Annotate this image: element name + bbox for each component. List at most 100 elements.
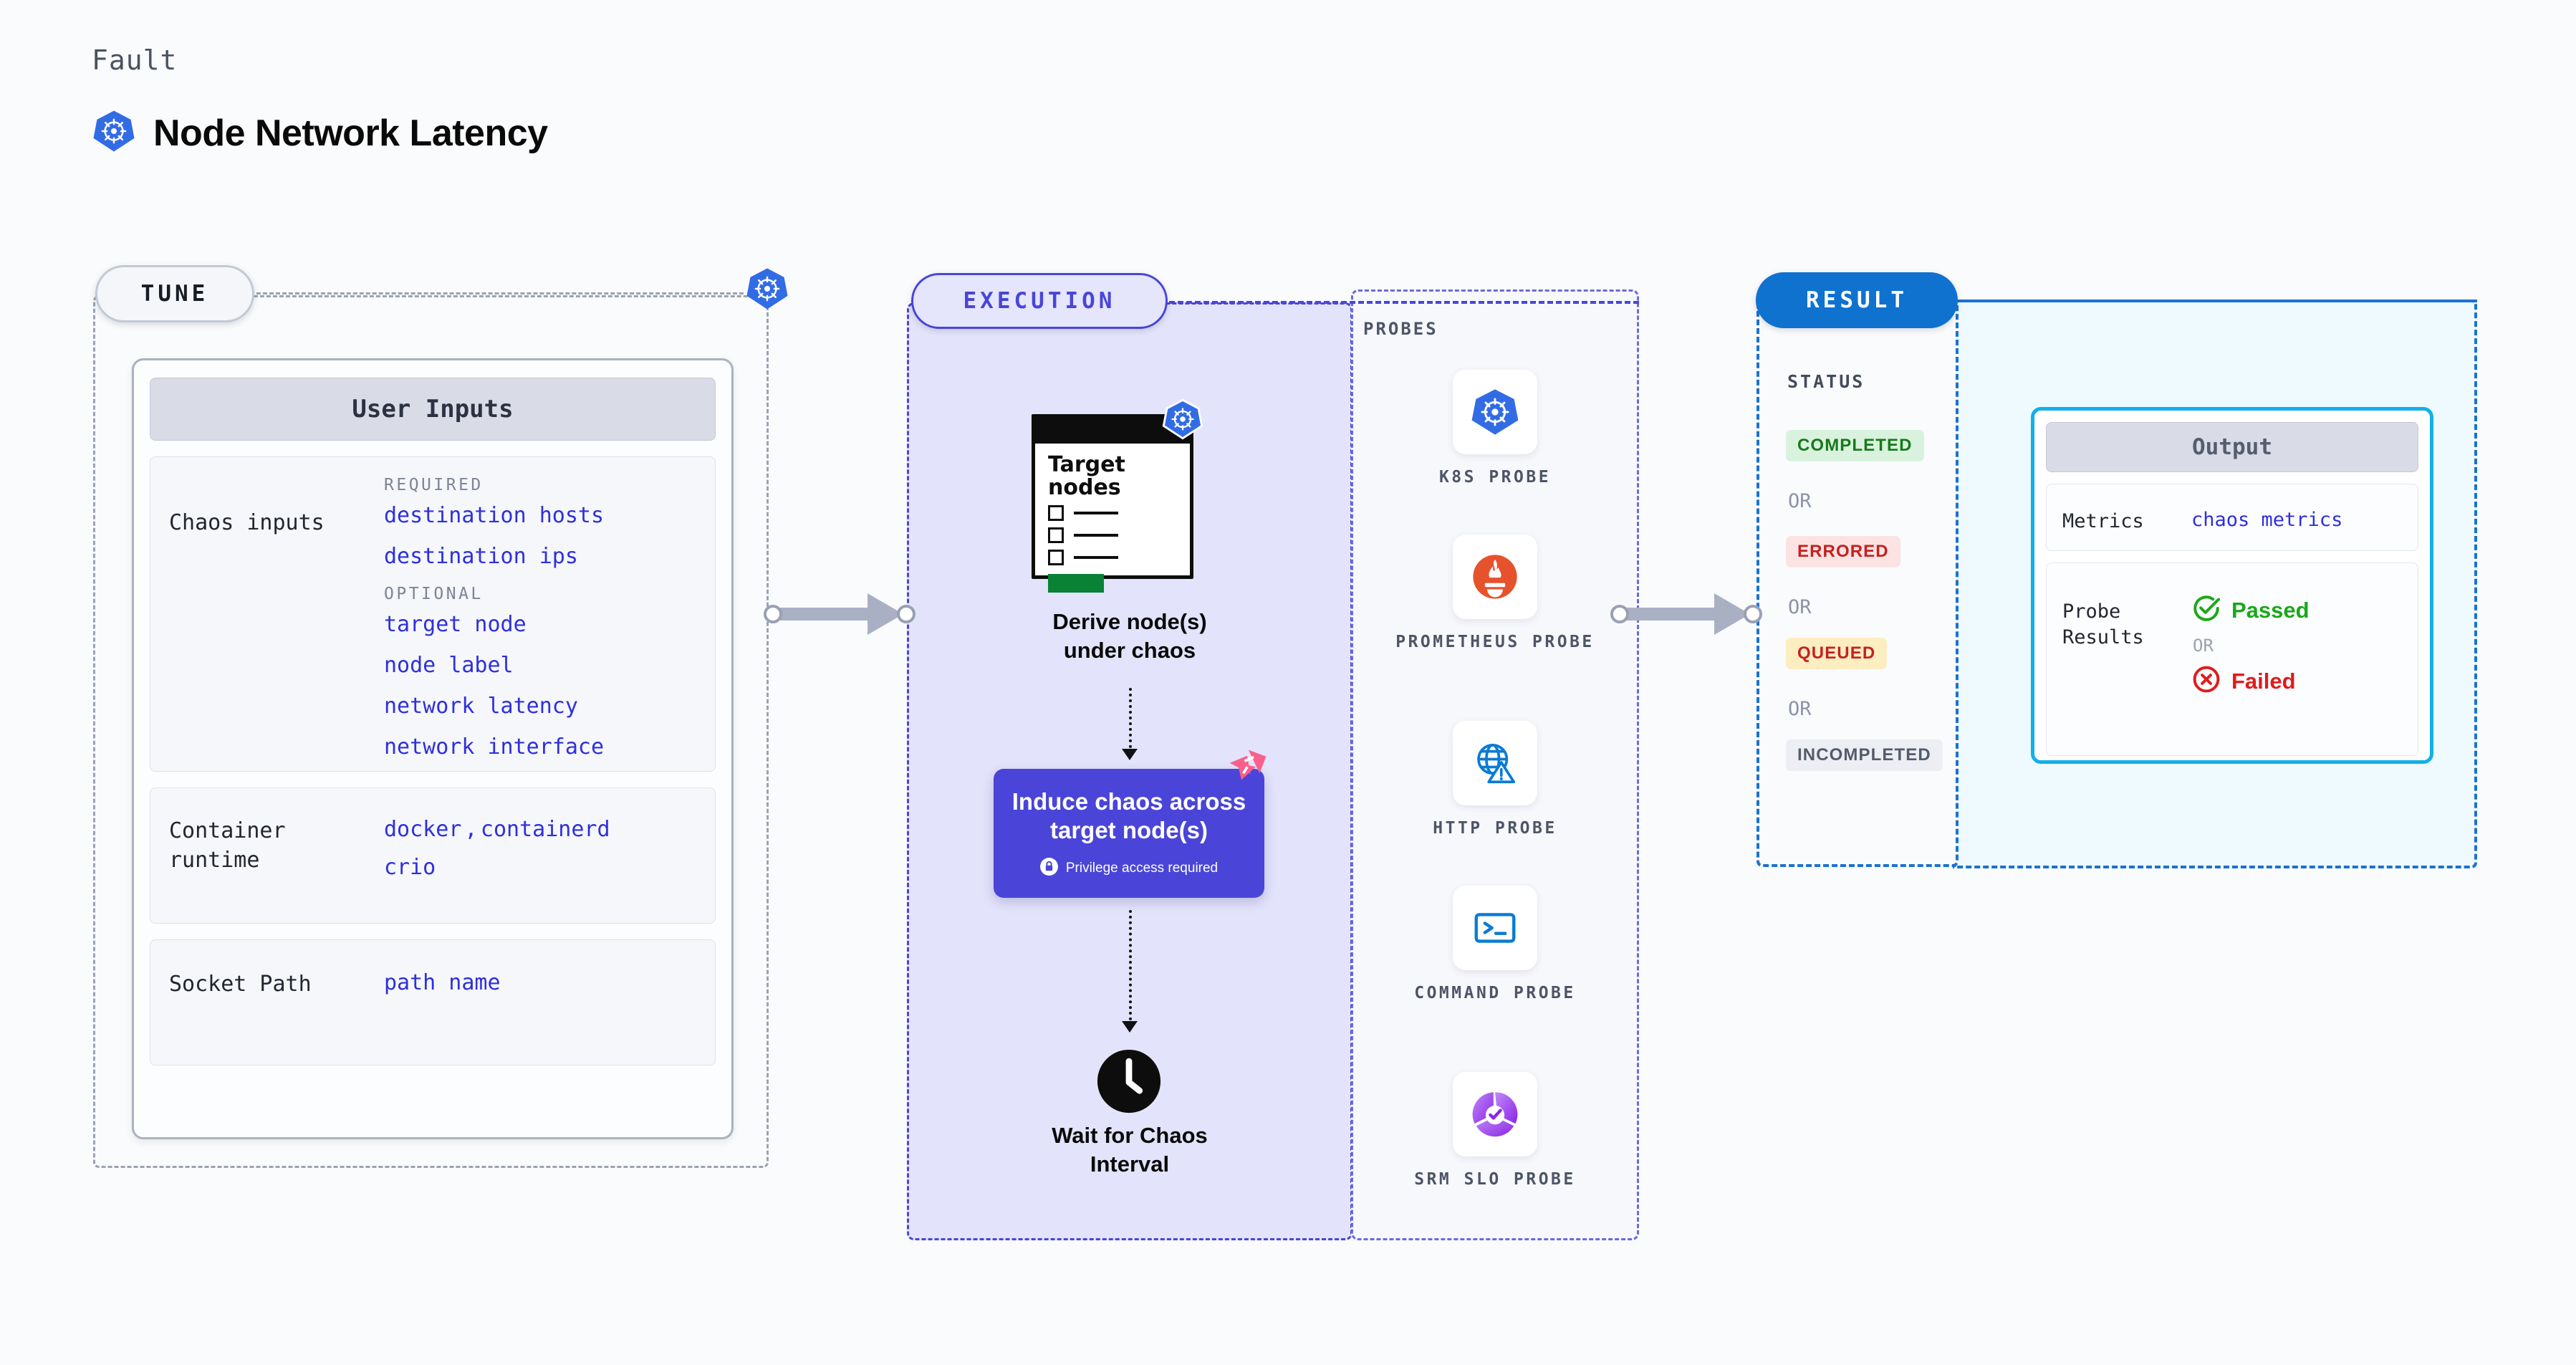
probe-result-failed: Failed (2191, 664, 2310, 698)
container-runtime-row: Container runtime docker, containerd cri… (150, 787, 716, 924)
connector-start-dot (764, 605, 782, 623)
socket-path-label: Socket Path (169, 972, 312, 997)
runtime-containerd[interactable]: containerd (480, 817, 610, 842)
x-circle-icon (2191, 664, 2221, 698)
execution-connector-line (1169, 301, 1639, 304)
status-section-label: STATUS (1787, 371, 1865, 392)
metrics-value[interactable]: chaos metrics (2191, 509, 2343, 531)
execution-pill[interactable]: EXECUTION (911, 273, 1168, 329)
status-badge-queued: QUEUED (1786, 638, 1888, 669)
status-badge-completed: COMPLETED (1786, 430, 1924, 461)
flow-arrowhead (1122, 1021, 1138, 1033)
output-card: Output Metrics chaos metrics Probe Resul… (2031, 407, 2433, 764)
checkbox-icon (1048, 505, 1064, 521)
tune-pill[interactable]: TUNE (95, 265, 254, 322)
required-tag: REQUIRED (384, 476, 484, 494)
connector-end-dot (1744, 605, 1762, 623)
flow-arrowhead (1122, 749, 1138, 760)
probe-item-http[interactable]: HTTP PROBE (1351, 721, 1639, 839)
eyebrow-label: Fault (92, 44, 178, 76)
probe-item-k8s[interactable]: K8S PROBE (1351, 370, 1639, 488)
flow-line (1129, 688, 1132, 754)
derive-nodes-caption: Derive node(s) under chaos (1052, 609, 1207, 664)
target-nodes-card: Target nodes (1032, 414, 1193, 593)
result-panel (1756, 300, 1959, 867)
probe-result-passed: Passed (2191, 593, 2310, 627)
or-label: OR (2193, 636, 2214, 656)
flow-line (1129, 910, 1132, 1026)
page-title-row: Node Network Latency (92, 109, 548, 157)
runtime-docker[interactable]: docker (384, 817, 462, 842)
connector-shaft (780, 608, 872, 621)
failed-text: Failed (2231, 668, 2296, 694)
result-pill[interactable]: RESULT (1756, 272, 1958, 328)
status-badge-errored: ERRORED (1786, 536, 1900, 567)
kubernetes-icon (92, 109, 136, 157)
optional-tag: OPTIONAL (384, 585, 484, 603)
check-circle-icon (2191, 593, 2221, 627)
list-line (1074, 534, 1118, 537)
runtime-crio[interactable]: crio (384, 855, 436, 880)
input-destination-ips[interactable]: destination ips (384, 544, 578, 569)
checklist-item (1048, 527, 1190, 543)
probe-label: HTTP PROBE (1433, 819, 1557, 838)
input-network-latency[interactable]: network latency (384, 694, 578, 719)
connector-start-dot (1610, 605, 1629, 623)
checklist-item (1048, 505, 1190, 521)
wait-interval-caption: Wait for Chaos Interval (1052, 1123, 1208, 1177)
probe-label: PROMETHEUS PROBE (1395, 633, 1595, 651)
metrics-label: Metrics (2062, 510, 2144, 532)
input-network-interface[interactable]: network interface (384, 734, 605, 760)
terminal-icon (1453, 886, 1537, 970)
litmus-logo (1227, 747, 1269, 792)
chaos-inputs-label: Chaos inputs (169, 510, 325, 535)
output-row-probe-results: Probe Results Passed OR (2046, 562, 2418, 756)
green-bar (1048, 574, 1104, 593)
induce-chaos-text: Induce chaos across target node(s) (1011, 787, 1246, 843)
tune-panel (93, 295, 769, 1168)
privilege-badge: Privilege access required (1039, 858, 1218, 879)
connector-tune-to-execution (764, 593, 915, 635)
probe-label: COMMAND PROBE (1414, 984, 1576, 1002)
user-inputs-heading: User Inputs (150, 378, 716, 441)
target-nodes-title: Target nodes (1048, 452, 1125, 500)
or-label: OR (1788, 490, 1812, 512)
clock-icon (1095, 1048, 1163, 1119)
container-runtime-label: Container runtime (169, 818, 286, 873)
checkbox-icon (1048, 527, 1064, 543)
probes-section-label: PROBES (1363, 319, 1438, 339)
probe-item-prometheus[interactable]: PROMETHEUS PROBE (1351, 535, 1639, 653)
output-row-metrics: Metrics chaos metrics (2046, 484, 2418, 551)
checkbox-icon (1048, 550, 1064, 565)
probe-item-command[interactable]: COMMAND PROBE (1351, 886, 1639, 1004)
socket-path-value[interactable]: path name (384, 970, 501, 995)
status-badge-incompleted: INCOMPLETED (1786, 739, 1943, 771)
passed-text: Passed (2231, 597, 2310, 623)
page-title: Node Network Latency (153, 112, 548, 154)
list-line (1074, 556, 1118, 559)
srm-slo-icon (1453, 1072, 1537, 1156)
kubernetes-icon (1162, 398, 1203, 444)
socket-path-values: path name (384, 959, 696, 1046)
runtime-separator: , (464, 817, 478, 842)
probe-label: SRM SLO PROBE (1414, 1170, 1576, 1189)
input-node-label[interactable]: node label (384, 653, 514, 678)
probe-results-label: Probe Results (2062, 600, 2144, 649)
socket-path-row: Socket Path path name (150, 939, 716, 1065)
chaos-inputs-row: Chaos inputs REQUIRED destination hosts … (150, 456, 716, 772)
or-label: OR (1788, 698, 1812, 720)
user-inputs-card: User Inputs Chaos inputs REQUIRED destin… (132, 358, 734, 1139)
connector-shaft (1627, 608, 1719, 621)
tune-connector-line (256, 292, 744, 294)
list-line (1074, 512, 1118, 514)
induce-chaos-action[interactable]: Induce chaos across target node(s) Privi… (994, 769, 1264, 898)
probe-results-values: Passed OR Failed (2191, 578, 2310, 741)
or-label: OR (1788, 596, 1812, 618)
connector-end-dot (897, 605, 915, 623)
probe-item-srm-slo[interactable]: SRM SLO PROBE (1351, 1072, 1639, 1190)
output-heading: Output (2046, 422, 2418, 472)
input-destination-hosts[interactable]: destination hosts (384, 503, 605, 528)
checklist-item (1048, 550, 1190, 565)
input-target-node[interactable]: target node (384, 612, 527, 637)
kubernetes-icon (745, 267, 789, 315)
